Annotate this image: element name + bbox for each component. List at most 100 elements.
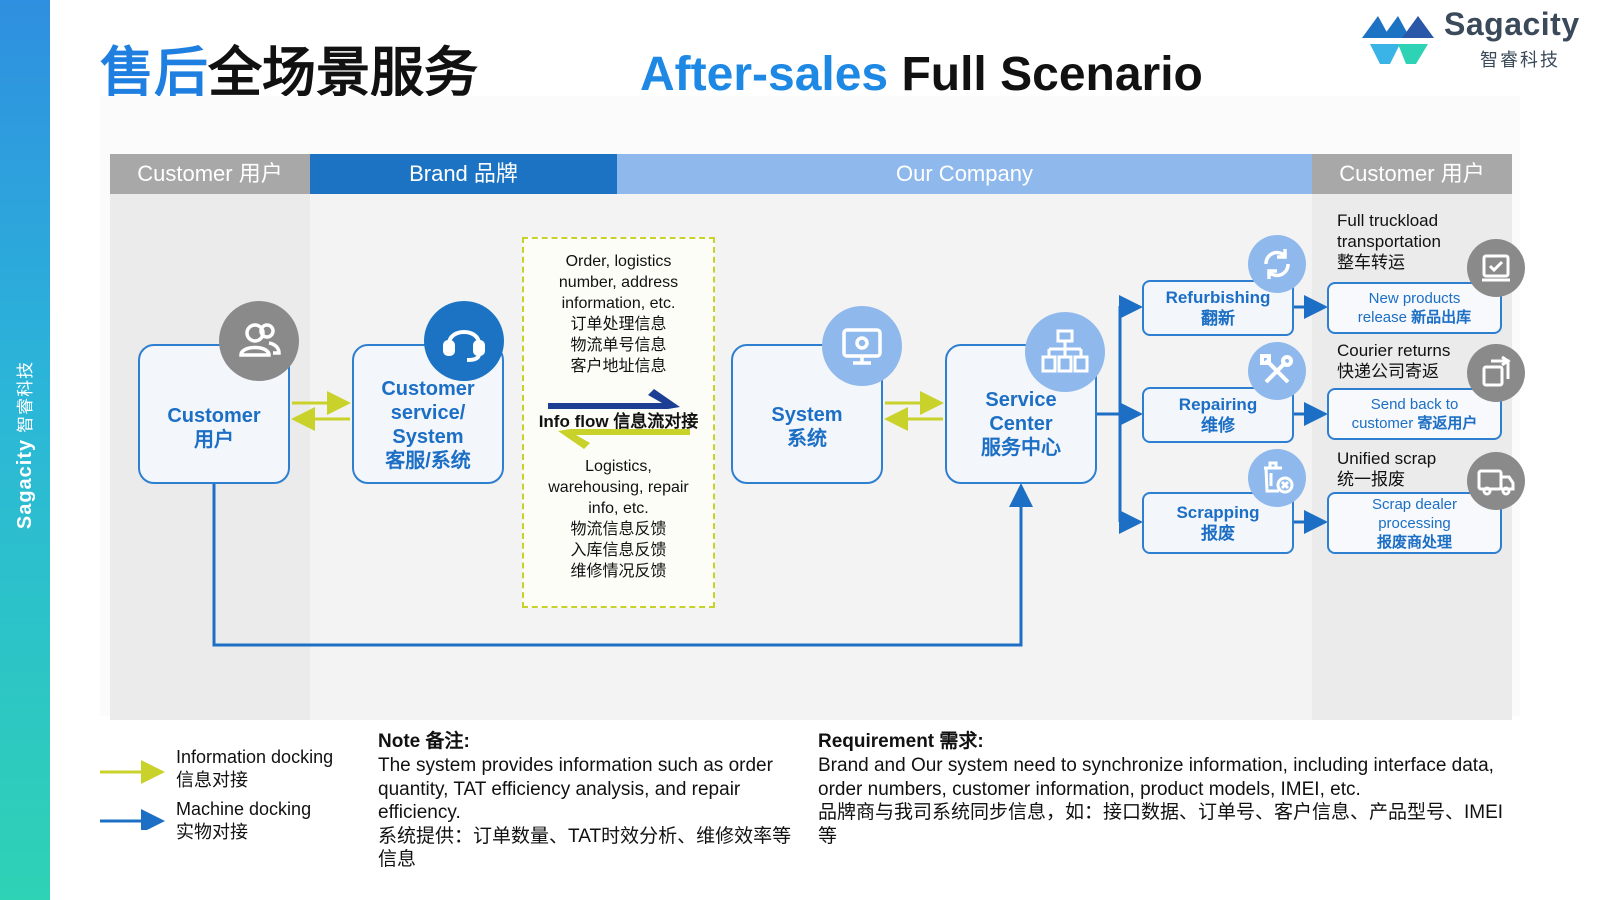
output-new-en2: release [1357,309,1407,326]
logo-name-cn: 智睿科技 [1480,50,1560,70]
label-courier-line1: Courier returns [1337,341,1451,360]
output-scrap-en1: Scrap dealer [1371,495,1458,513]
node-cs-en1: Customer [381,378,475,400]
note-title: Note 备注: [378,731,470,752]
title-cn-highlight: 售后 [100,43,208,103]
legend-machine-en: Machine docking [176,799,312,819]
info-bottom-line: info, etc. [588,500,649,517]
node-customer-cn: 用户 [194,429,234,451]
legend-lines [100,760,165,830]
legend-info-en: Information docking [176,747,334,767]
node-service-en2: Center [989,413,1053,435]
node-refurb-cn: 翻新 [1201,309,1235,328]
node-service-en1: Service [985,389,1057,411]
node-repair-cn: 维修 [1201,416,1235,435]
label-unified-line2: 统一报废 [1337,470,1405,489]
info-flow-box: Order, logistics number, address informa… [522,237,715,608]
output-send-en1: Send back to [1370,396,1459,413]
delivery-icon [1467,239,1525,297]
info-top-line: 订单处理信息 [570,316,667,333]
info-bottom-line: 维修情况反馈 [570,563,667,580]
node-repair-en: Repairing [1178,395,1258,414]
title-cn-rest: 全场景服务 [208,43,478,103]
output-new-products: New products release 新品出库 [1327,282,1502,334]
van-icon [1467,452,1525,510]
legend-info-cn: 信息对接 [176,770,248,790]
output-new-en1: New products [1368,290,1461,307]
page-title-en: After-sales Full Scenario [640,45,1203,105]
requirement-body-cn: 品牌商与我司系统同步信息，如：接口数据、订单号、客户信息、产品型号、IMEI等 [818,802,1504,847]
tools-icon [1248,342,1306,400]
node-cs-en2: service/ [390,402,466,424]
label-truck-line3: 整车转运 [1337,253,1405,272]
trash-icon [1248,449,1306,507]
node-customer-en: Customer [167,405,261,427]
requirement-section: Requirement 需求: Brand and Our system nee… [818,730,1508,848]
title-en-highlight: After-sales [640,48,889,101]
note-body-en: The system provides information such as … [378,755,773,823]
node-scrap-cn: 报废 [1201,524,1235,543]
label-unified-scrap: Unified scrap 统一报废 [1337,448,1436,490]
output-send-en2: customer [1351,415,1414,432]
info-top-line: number, address [558,274,679,291]
label-full-truckload: Full truckload transportation 整车转运 [1337,210,1441,273]
column-header-customer-left: Customer 用户 [110,154,310,194]
info-top-line: Order, logistics [565,253,672,270]
output-send-back: Send back to customer 寄返用户 [1327,388,1502,440]
node-cs-cn: 客服/系统 [385,450,471,472]
user-icon [219,301,299,381]
info-bottom-line: Logistics, [585,458,652,475]
requirement-body-en: Brand and Our system need to synchronize… [818,755,1494,800]
sidebar-brand-cn: 智睿科技 [16,360,35,433]
node-service-center: Service Center 服务中心 [945,344,1097,484]
legend-machine-docking: Machine docking 实物对接 [176,798,311,844]
sidebar-brand-en: Sagacity [14,438,36,530]
column-header-our-company: Our Company [617,154,1312,194]
info-flow-label: Info flow 信息流对接 [538,412,699,431]
label-truck-line2: transportation [1337,232,1441,251]
node-system-cn: 系统 [787,428,827,450]
label-unified-line1: Unified scrap [1337,449,1437,468]
box-return-icon [1467,344,1525,402]
label-courier-line2: 快递公司寄返 [1337,362,1439,381]
company-logo: Sagacity 智睿科技 [1360,6,1600,70]
output-scrap-dealer: Scrap dealer processing 报废商处理 [1327,492,1502,554]
node-cs-en3: System [392,426,464,448]
output-scrap-en2: processing [1378,514,1451,532]
requirement-title: Requirement 需求: [818,731,984,752]
info-bottom-line: warehousing, repair [548,479,689,496]
legend-info-docking: Information docking 信息对接 [176,746,333,792]
info-top-line: 客户地址信息 [570,358,667,375]
note-section: Note 备注: The system provides information… [378,730,803,872]
info-top-line: 物流单号信息 [570,337,667,354]
logo-name: Sagacity [1444,6,1580,42]
headset-icon [424,301,504,381]
node-refurb-en: Refurbishing [1165,288,1271,307]
output-new-cn: 新品出库 [1411,309,1472,326]
info-flow-arrows [548,389,690,449]
page-title-cn: 售后全场景服务 [100,38,478,108]
info-bottom-line: 入库信息反馈 [570,542,667,559]
org-chart-icon [1025,312,1105,392]
legend-machine-cn: 实物对接 [176,822,248,842]
column-header-customer-right: Customer 用户 [1312,154,1512,194]
node-scrap-en: Scrapping [1176,503,1260,522]
info-bottom-line: 物流信息反馈 [570,521,667,538]
note-body-cn: 系统提供：订单数量、TAT时效分析、维修效率等信息 [378,825,792,871]
info-flow-bottom-text: Logistics, warehousing, repair info, etc… [524,456,713,582]
label-courier-returns: Courier returns 快递公司寄返 [1337,340,1450,382]
column-header-brand: Brand 品牌 [310,154,617,194]
output-scrap-cn: 报废商处理 [1376,533,1452,551]
info-top-line: information, etc. [561,295,676,312]
sidebar-brand: Sagacity 智睿科技 [11,361,37,529]
sidebar-stripe: Sagacity 智睿科技 [0,0,50,900]
monitor-icon [822,306,902,386]
output-send-cn: 寄返用户 [1417,415,1478,432]
sagacity-logo-icon [1362,16,1434,64]
node-service-cn: 服务中心 [981,437,1061,459]
node-system-en: System [771,404,843,426]
title-en-rest: Full Scenario [901,48,1203,101]
label-truck-line1: Full truckload [1337,211,1439,230]
node-customer: Customer 用户 [138,344,290,484]
refresh-icon [1248,235,1306,293]
